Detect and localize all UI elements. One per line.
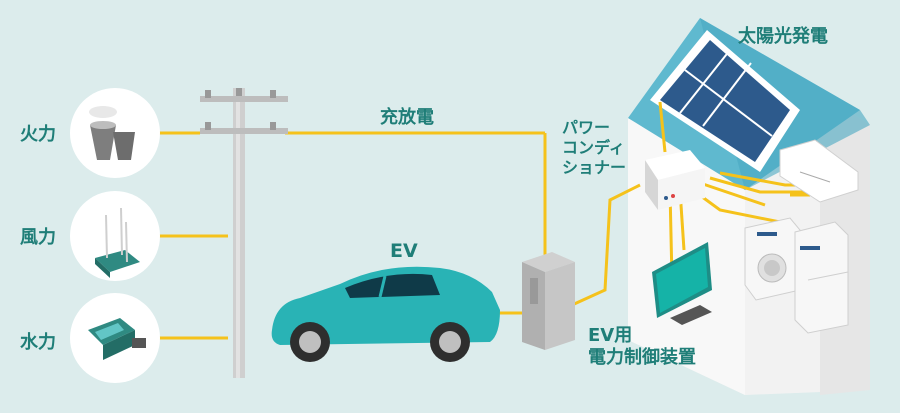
solar-label: 太陽光発電 bbox=[738, 26, 828, 47]
power-conditioner-label-line: パワー bbox=[562, 118, 611, 137]
hydro-label: 水力 bbox=[20, 332, 56, 353]
ev-controller-label-line: EV用 bbox=[588, 325, 633, 346]
power-conditioner-label-line: コンディ bbox=[562, 138, 625, 157]
power-conditioner-label: パワー コンディ ショナー bbox=[562, 118, 626, 178]
wind-label: 風力 bbox=[20, 227, 56, 248]
ev-controller-label-line: 電力制御装置 bbox=[588, 347, 696, 368]
ev-car-icon bbox=[271, 266, 500, 362]
ev-controller-icon bbox=[522, 252, 575, 350]
power-conditioner-icon bbox=[645, 150, 705, 210]
utility-pole-icon bbox=[200, 88, 288, 378]
thermal-power-icon bbox=[70, 88, 160, 178]
charge-discharge-label: 充放電 bbox=[380, 107, 434, 128]
refrigerator-icon bbox=[794, 221, 849, 334]
tv-icon bbox=[652, 242, 712, 325]
solar-panel-icon bbox=[650, 30, 800, 172]
hydro-power-icon bbox=[70, 293, 160, 383]
ev-controller-label: EV用 電力制御装置 bbox=[588, 325, 696, 369]
wind-power-icon bbox=[70, 191, 160, 281]
air-conditioner-icon bbox=[779, 139, 859, 203]
washing-machine-icon bbox=[744, 217, 801, 301]
power-conditioner-label-line: ショナー bbox=[562, 158, 627, 177]
ev-label: EV bbox=[390, 240, 418, 262]
thermal-label: 火力 bbox=[20, 124, 56, 145]
